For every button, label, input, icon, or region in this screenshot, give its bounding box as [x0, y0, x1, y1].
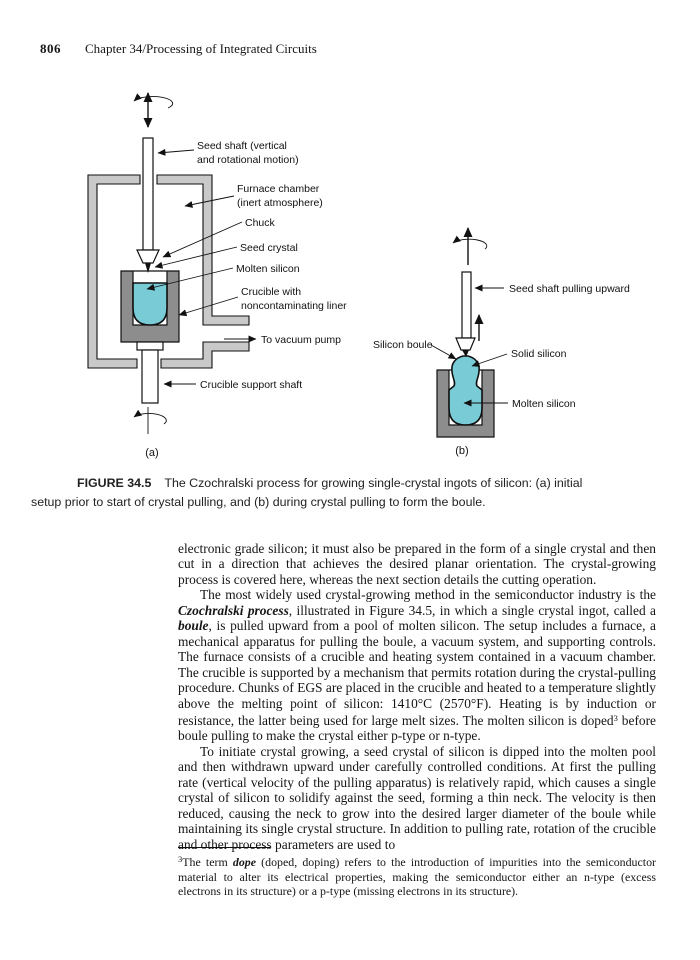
footnote: 3The term dope (doped, doping) refers to… — [178, 854, 656, 899]
label-seed-shaft-line1: Seed shaft (vertical — [197, 140, 287, 152]
label-molten-silicon: Molten silicon — [512, 398, 576, 410]
seed-shaft — [142, 137, 154, 251]
leader-molten-silicon — [146, 267, 234, 291]
label-silicon-boule: Silicon boule — [373, 339, 433, 351]
label-support-shaft: Crucible support shaft — [200, 379, 302, 391]
label-vacuum-pump: To vacuum pump — [261, 334, 341, 346]
chamber-wall — [156, 174, 250, 326]
leader-crucible — [178, 296, 239, 317]
label-molten-silicon: Molten silicon — [236, 263, 300, 275]
chapter-title: Chapter 34/Processing of Integrated Circ… — [85, 41, 317, 56]
rotation-arrow-icon — [133, 409, 167, 425]
page-header: 806 Chapter 34/Processing of Integrated C… — [40, 41, 317, 57]
leader-silicon-boule — [430, 344, 457, 360]
rotation-arrow-icon — [133, 93, 174, 109]
chuck — [136, 249, 160, 264]
leader-furnace-chamber — [184, 195, 235, 208]
label-seed-crystal: Seed crystal — [240, 242, 298, 254]
page-number: 806 — [40, 41, 61, 56]
seed-neck — [462, 350, 469, 357]
leader-seed-crystal — [154, 246, 238, 269]
leader-seed-shaft — [157, 148, 195, 156]
leader-chuck — [162, 221, 243, 258]
chuck — [455, 337, 476, 351]
seed-crystal — [145, 263, 151, 273]
figure-34-5: Seed shaft (vertical and rotational moti… — [87, 92, 630, 459]
label-seed-shaft-pulling: Seed shaft pulling upward — [509, 283, 630, 295]
sublabel-b: (b) — [455, 445, 468, 457]
leader-solid-silicon — [471, 353, 508, 367]
silicon-boule-and-melt — [448, 355, 483, 426]
footnote-rule — [178, 847, 270, 848]
seed-shaft — [461, 271, 472, 339]
rotation-arrow-icon — [452, 235, 488, 250]
figure-caption-text: The Czochralski process for growing sing… — [31, 476, 583, 509]
chamber-wall — [160, 341, 250, 369]
body-text: electronic grade silicon; it must also b… — [178, 541, 656, 852]
diagram-b: Seed shaft pulling upward Silicon boule … — [373, 227, 630, 457]
paragraph: electronic grade silicon; it must also b… — [178, 541, 656, 587]
crucible-pedestal — [136, 341, 164, 351]
paragraph: To initiate crystal growing, a seed crys… — [178, 743, 656, 852]
molten-silicon-pool — [132, 282, 168, 326]
label-chuck: Chuck — [245, 217, 276, 229]
sublabel-a: (a) — [145, 447, 158, 459]
chamber-wall — [87, 174, 141, 369]
label-crucible-line1: Crucible with — [241, 286, 301, 298]
label-solid-silicon: Solid silicon — [511, 348, 567, 360]
label-seed-shaft-line2: and rotational motion) — [197, 154, 299, 166]
furnace-chamber — [87, 174, 250, 369]
label-crucible-line2: noncontaminating liner — [241, 300, 347, 312]
label-furnace-line2: (inert atmosphere) — [237, 197, 323, 209]
label-furnace-line1: Furnace chamber — [237, 183, 320, 195]
paragraph: The most widely used crystal-growing met… — [178, 587, 657, 744]
diagram-a: Seed shaft (vertical and rotational moti… — [87, 92, 347, 459]
figure-caption-label: FIGURE 34.5 — [77, 476, 152, 490]
crucible-support-shaft — [141, 349, 159, 404]
